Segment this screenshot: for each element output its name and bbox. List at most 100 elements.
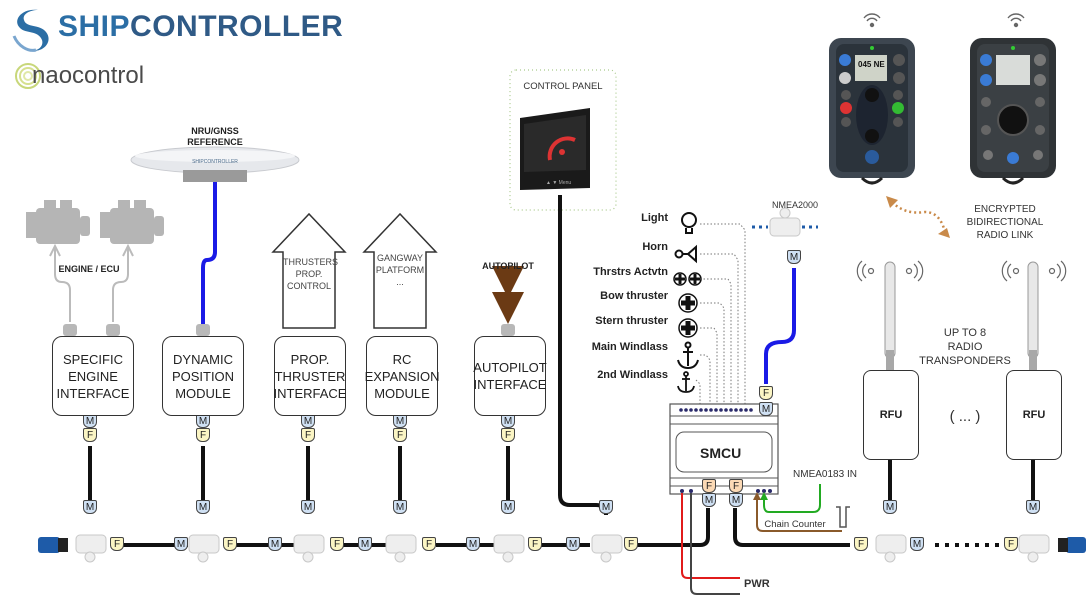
male-connector: M (301, 414, 315, 428)
gnss-label: NRU/GNSS REFERENCE (170, 126, 260, 148)
control-panel-display-icon: ▲ ▼ Menu (520, 108, 590, 190)
gnss-label-line: NRU/GNSS (191, 126, 239, 136)
male-connector: M (358, 537, 372, 551)
horn-icon (674, 244, 697, 264)
male-connector: M (83, 500, 97, 514)
male-connector: M (301, 500, 315, 514)
remote-controller-1: 045 NE (829, 38, 915, 185)
male-connector: M (910, 537, 924, 551)
function-label: Thrstrs Actvtn (593, 266, 668, 278)
module-label-line: INTERFACE (273, 385, 347, 401)
rfu-label: RFU (879, 408, 903, 421)
female-connector: F (729, 479, 743, 493)
female-connector: F (223, 537, 237, 551)
male-connector: M (759, 402, 773, 416)
power-wire-negative (690, 493, 740, 595)
house-label-line: PLATFORM (375, 265, 425, 275)
function-label: Bow thruster (600, 290, 668, 302)
male-connector: M (393, 414, 407, 428)
function-label: Light (641, 212, 668, 224)
female-connector: F (83, 428, 97, 442)
svg-text:SHIPCONTROLLER: SHIPCONTROLLER (192, 159, 238, 165)
propeller-icon (678, 293, 698, 313)
remote-controller-2 (970, 38, 1056, 185)
male-connector: M (393, 500, 407, 514)
brand-name-part2: CONTROLLER (130, 10, 344, 43)
radio-link-label: ENCRYPTED BIDIRECTIONAL RADIO LINK (955, 203, 1055, 242)
female-connector: F (854, 537, 868, 551)
male-connector: M (729, 493, 743, 507)
gnss-label-line: REFERENCE (187, 137, 243, 147)
house-label-line: CONTROL (286, 281, 331, 291)
svg-text:045 NE: 045 NE (858, 60, 885, 69)
female-connector: F (624, 537, 638, 551)
rfu-unit-1[interactable]: RFU (863, 370, 919, 460)
male-connector: M (566, 537, 580, 551)
nmea2000-label: NMEA2000 (771, 200, 819, 210)
transponders-label-line: TRANSPONDERS (919, 355, 1011, 367)
module-label-line: SPECIFIC (63, 351, 123, 367)
naocontrol-logo-icon (15, 63, 41, 89)
module-autopilot-interface[interactable]: AUTOPILOT INTERFACE (473, 336, 547, 416)
module-label-line: EXPANSION (364, 368, 440, 384)
t-connectors (75, 207, 1050, 563)
engine-icon-2 (100, 200, 164, 244)
female-connector: F (702, 479, 716, 493)
nmea2000-backbone (120, 508, 850, 547)
male-connector: M (501, 500, 515, 514)
wifi-icon-2 (1007, 13, 1025, 28)
rfu-antenna-2 (1027, 261, 1039, 370)
male-connector: M (174, 537, 188, 551)
power-label: PWR (744, 578, 770, 590)
svg-text:▲ ▼ Menu: ▲ ▼ Menu (546, 180, 571, 186)
module-label-line: THRUSTER (274, 368, 346, 384)
engine-label: ENGINE / ECU (58, 264, 120, 274)
power-wire-positive (681, 493, 740, 579)
male-connector: M (1026, 500, 1040, 514)
engine-link-2 (112, 248, 129, 322)
female-connector: F (501, 428, 515, 442)
house-shape-gangway (362, 212, 438, 329)
shipcontroller-logo-icon (12, 9, 49, 52)
female-connector: F (759, 386, 773, 400)
module-label-line: MODULE (175, 385, 231, 401)
male-connector: M (196, 500, 210, 514)
rfu-unit-2[interactable]: RFU (1006, 370, 1062, 460)
module-label-line: INTERFACE (473, 377, 547, 392)
function-label: Stern thruster (595, 315, 668, 327)
chain-counter-label: Chain Counter (764, 519, 826, 530)
bulb-icon (681, 212, 697, 234)
function-label: Main Windlass (591, 341, 668, 353)
anchor-icon (677, 371, 695, 393)
control-panel-label: CONTROL PANEL (523, 81, 603, 92)
house-label-line: THRUSTERS (283, 257, 339, 267)
partner-name: naocontrol (32, 62, 145, 89)
transponders-label-line: RADIO (947, 341, 983, 353)
rfu-label: RFU (1022, 408, 1046, 421)
module-label-line: RC (392, 351, 412, 367)
drop-cables (88, 446, 1035, 505)
propeller-icon (678, 318, 698, 338)
female-connector: F (330, 537, 344, 551)
module-label-line: AUTOPILOT (473, 360, 547, 375)
female-connector: F (422, 537, 436, 551)
female-connector: F (110, 537, 124, 551)
chain-counter-wire (756, 494, 842, 532)
male-connector: M (599, 500, 613, 514)
chain-sensor-icon (836, 506, 850, 528)
terminator-right (1066, 537, 1086, 553)
module-label-line: ENGINE (68, 368, 118, 384)
function-wires (695, 223, 746, 404)
male-connector: M (501, 414, 515, 428)
radio-link-arrow (891, 201, 947, 233)
house-label-line: PROP. (295, 269, 323, 279)
module-label-line: INTERFACE (56, 385, 130, 401)
module-label-line: DYNAMIC (173, 351, 233, 367)
house-label-line: GANGWAY (376, 253, 423, 263)
